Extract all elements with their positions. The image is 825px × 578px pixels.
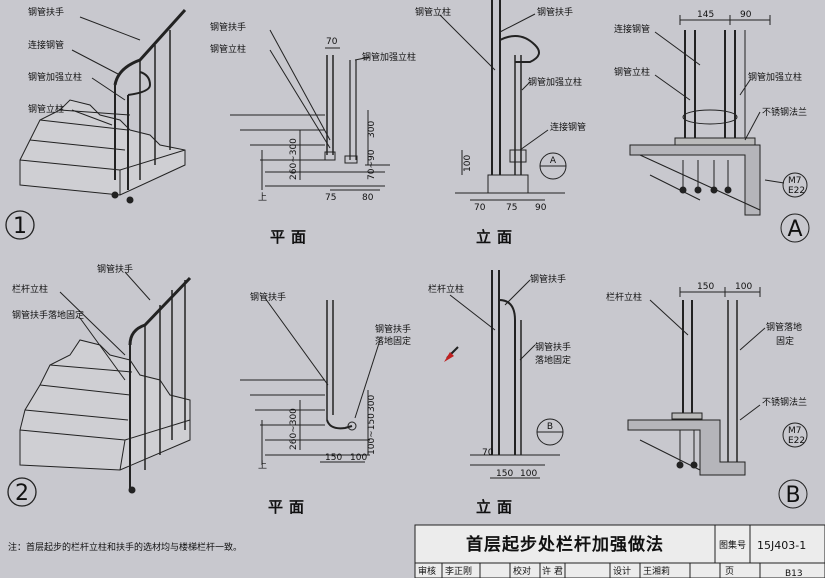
d1-elev-label: 钢管加强立柱 (528, 76, 582, 88)
detail1-number-marker: 1 (5, 210, 35, 240)
atlas-number: 15J403-1 (757, 539, 806, 552)
d1-elev-dim: 90 (535, 203, 547, 213)
tb-cell: 设计 (613, 565, 631, 577)
d2-iso-label: 钢管扶手 (97, 263, 133, 275)
d1-sec-marker: A (787, 217, 802, 242)
d2-elev-caption: 立面 (476, 498, 518, 516)
detail2-isometric (19, 271, 192, 494)
detail2-number-marker: 2 (7, 477, 37, 507)
d2-sec-dim: E22 (788, 436, 805, 446)
d2-elev-dim: 70 (482, 448, 494, 458)
d2-iso-label: 钢管扶手落地固定 (12, 309, 84, 321)
d2-sec-label: 栏杆立柱 (606, 291, 642, 303)
d2-sec-marker: B (785, 483, 800, 508)
svg-text:1: 1 (13, 214, 27, 239)
detail1-isometric (19, 8, 187, 204)
d1-plan-dim: 300 (367, 121, 377, 138)
d1-plan-dim: 70~90 (367, 149, 377, 180)
d1-plan-label: 钢管立柱 (210, 43, 246, 55)
d2-plan-dim: 260~300 (289, 408, 299, 450)
detail2-elevation (449, 270, 564, 479)
d1-sec-dim: M7 (788, 176, 802, 186)
d2-sec-label: 固定 (776, 335, 794, 347)
mouse-cursor-icon (444, 346, 459, 362)
d2-sec-label: 不锈钢法兰 (762, 396, 807, 408)
d1-plan-dim: 260~300 (289, 138, 299, 180)
tb-cell: 李正刚 (445, 565, 472, 577)
d1-sec-label: 钢管立柱 (614, 66, 650, 78)
d2-sec-dim: 100 (735, 282, 752, 292)
d2-plan-dim: 300 (367, 395, 377, 412)
d2-elev-dim: 150 (496, 469, 513, 479)
detail1-section (629, 15, 810, 243)
d1-iso-label: 钢管加强立柱 (28, 71, 82, 83)
tb-cell: 许 君 (542, 565, 563, 577)
d1-elev-label: 钢管扶手 (537, 6, 573, 18)
detail1-plan (230, 29, 390, 191)
detail1-elevation (439, 0, 567, 201)
d1-plan-dim: 80 (362, 193, 374, 203)
d1-elev-label: 连接钢管 (550, 121, 586, 133)
d2-elev-label: 落地固定 (535, 354, 571, 366)
detail2-plan (240, 297, 381, 465)
d2-sec-dim: 150 (697, 282, 714, 292)
page-number: B13 (785, 569, 803, 578)
d2-plan-caption: 平面 (268, 498, 310, 516)
d2-plan-label: 落地固定 (375, 335, 411, 347)
d2-elev-marker: B (547, 422, 553, 432)
d2-sec-label: 钢管落地 (766, 321, 802, 333)
d1-sec-dim: 90 (740, 10, 752, 20)
d2-plan-dim: 100~150 (367, 413, 377, 455)
title-block (414, 524, 825, 578)
d1-elev-dim: 75 (506, 203, 517, 213)
tb-cell: 校对 (513, 565, 531, 577)
d1-elev-marker: A (550, 156, 557, 166)
d1-sec-dim: E22 (788, 186, 805, 196)
d2-plan-label: 钢管扶手 (375, 323, 411, 335)
d1-sec-label: 钢管加强立柱 (748, 71, 802, 83)
d1-elev-dim: 100 (463, 155, 473, 172)
note-text: 注：首层起步的栏杆立柱和扶手的选材均与楼梯栏杆一致。 (8, 541, 242, 553)
d2-elev-dim: 100 (520, 469, 537, 479)
d1-sec-label: 连接钢管 (614, 23, 650, 35)
detail2-section (627, 287, 808, 509)
d1-iso-label: 钢管立柱 (28, 103, 64, 115)
d2-iso-label: 栏杆立柱 (12, 283, 48, 295)
d1-elev-caption: 立面 (476, 228, 518, 246)
d1-iso-label: 钢管扶手 (28, 6, 64, 18)
d2-plan-dim: 150 (325, 453, 342, 463)
drawing-title: 首层起步处栏杆加强做法 (466, 534, 664, 555)
d2-sec-dim: M7 (788, 426, 802, 436)
d1-sec-label: 不锈钢法兰 (762, 106, 807, 118)
svg-text:2: 2 (15, 481, 29, 506)
tb-cell: 审核 (418, 565, 436, 577)
d1-plan-label: 钢管扶手 (210, 21, 246, 33)
d1-plan-dim: 70 (326, 37, 338, 47)
tb-cell: 页 (725, 566, 734, 577)
d1-plan-dim: 75 (325, 193, 336, 203)
tb-cell: 王湘莉 (643, 565, 670, 577)
d1-sec-dim: 145 (697, 10, 714, 20)
atlas-label: 图集号 (719, 539, 746, 551)
d2-plan-dim: 上 (258, 460, 267, 471)
d1-iso-label: 连接钢管 (28, 39, 64, 51)
d1-elev-dim: 70 (474, 203, 486, 213)
d1-plan-dim: 上 (258, 192, 267, 203)
d2-elev-label: 钢管扶手 (535, 341, 571, 353)
d1-plan-caption: 平面 (270, 228, 312, 246)
d2-elev-label: 钢管扶手 (530, 273, 566, 285)
d1-plan-label: 钢管加强立柱 (362, 51, 416, 63)
d1-elev-label: 钢管立柱 (415, 6, 451, 18)
d2-plan-label: 钢管扶手 (250, 291, 286, 303)
d2-plan-dim: 100 (350, 453, 367, 463)
d2-elev-label: 栏杆立柱 (428, 283, 464, 295)
